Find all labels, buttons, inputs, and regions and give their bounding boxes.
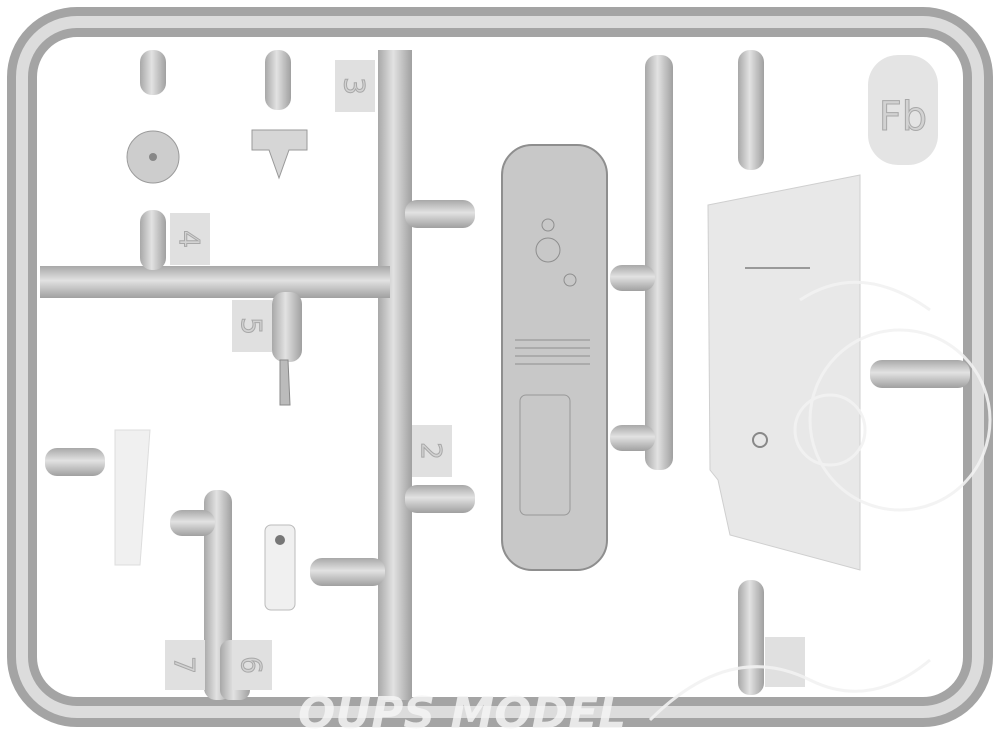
part-number-2: 2 [415, 442, 448, 460]
part-5 [279, 359, 291, 406]
sprue-letter: Fb [879, 94, 927, 140]
part-hull-plate [707, 174, 861, 571]
part-number-tabs [165, 55, 938, 690]
runner-vertical-right [645, 55, 673, 470]
part-cylinder-tank [501, 144, 608, 571]
watermark-text: OUPS MODEL [298, 688, 626, 739]
part-number-5: 5 [235, 317, 268, 335]
part-3 [251, 129, 308, 180]
part-number-6: 6 [235, 656, 268, 674]
part-bracket [264, 524, 296, 611]
part-number-7: 7 [168, 656, 201, 674]
runner-vertical-left [378, 50, 412, 700]
part-clear-flap [114, 429, 151, 566]
part-number-4: 4 [173, 230, 206, 248]
runner-horizontal [40, 266, 390, 298]
part-number-3: 3 [338, 77, 371, 95]
watermark-mascot [648, 280, 992, 722]
